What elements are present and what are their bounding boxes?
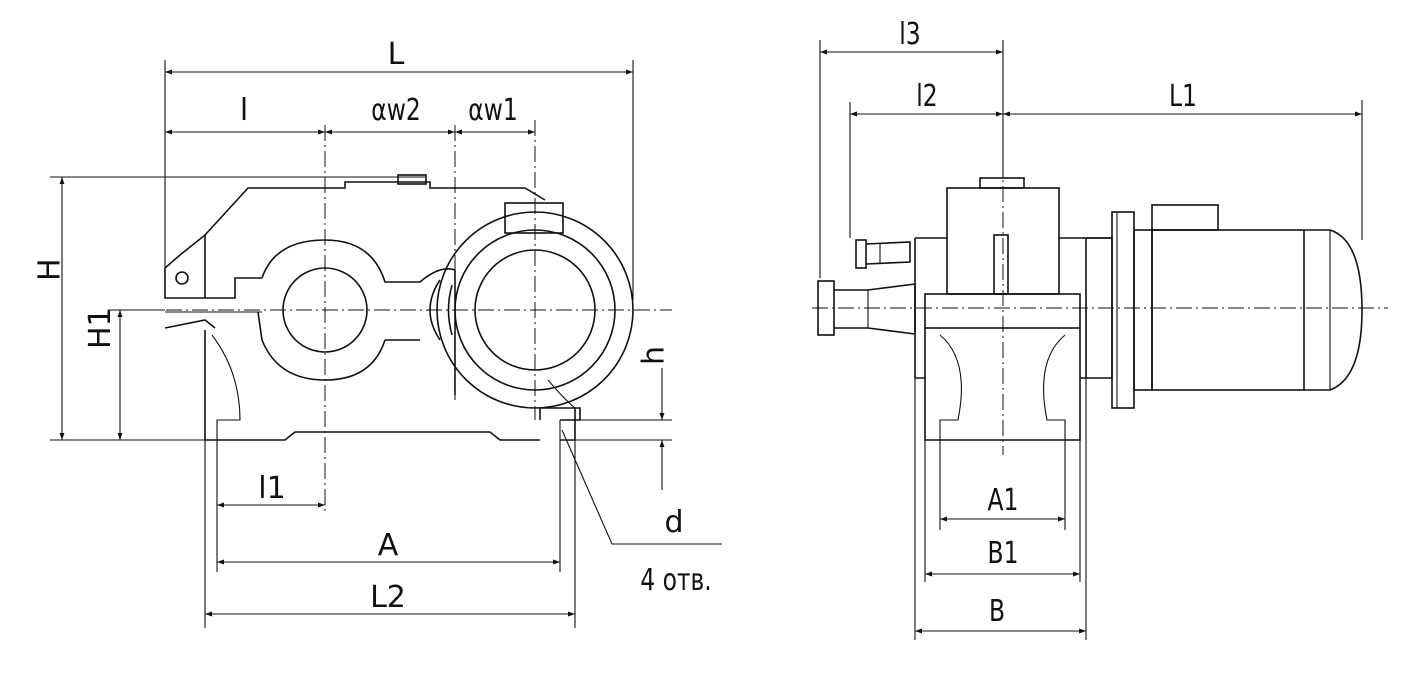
label-B1: B1 [988, 536, 1019, 571]
label-holes-note: 4 отв. [640, 563, 711, 598]
label-l2: l2 [916, 79, 937, 114]
holes-leader [561, 429, 722, 545]
input-shaft [817, 239, 916, 336]
label-h: h [636, 346, 671, 365]
label-B: B [989, 594, 1005, 629]
electric-motor [1086, 204, 1363, 409]
label-d: d [664, 505, 683, 540]
front-housing [914, 177, 1112, 441]
front-view: l3 l2 L1 A1 B1 B [812, 17, 1388, 640]
label-A1: A1 [988, 483, 1019, 518]
label-aw2: αw2 [371, 93, 420, 128]
label-H: H [33, 258, 68, 281]
label-l3: l3 [899, 17, 920, 52]
label-aw1: αw1 [468, 93, 517, 128]
label-l1: l1 [258, 471, 285, 506]
label-A: A [378, 528, 399, 563]
lifting-eye-icon [175, 271, 189, 285]
side-view: L l αw2 αw1 H H1 l1 A L2 h d 4 отв. [33, 37, 722, 628]
label-L: L [388, 37, 405, 72]
label-L2: L2 [370, 580, 406, 615]
reducer-housing [164, 174, 581, 441]
label-H1: H1 [83, 307, 118, 349]
label-L1: L1 [1169, 79, 1197, 114]
label-l: l [240, 93, 248, 128]
